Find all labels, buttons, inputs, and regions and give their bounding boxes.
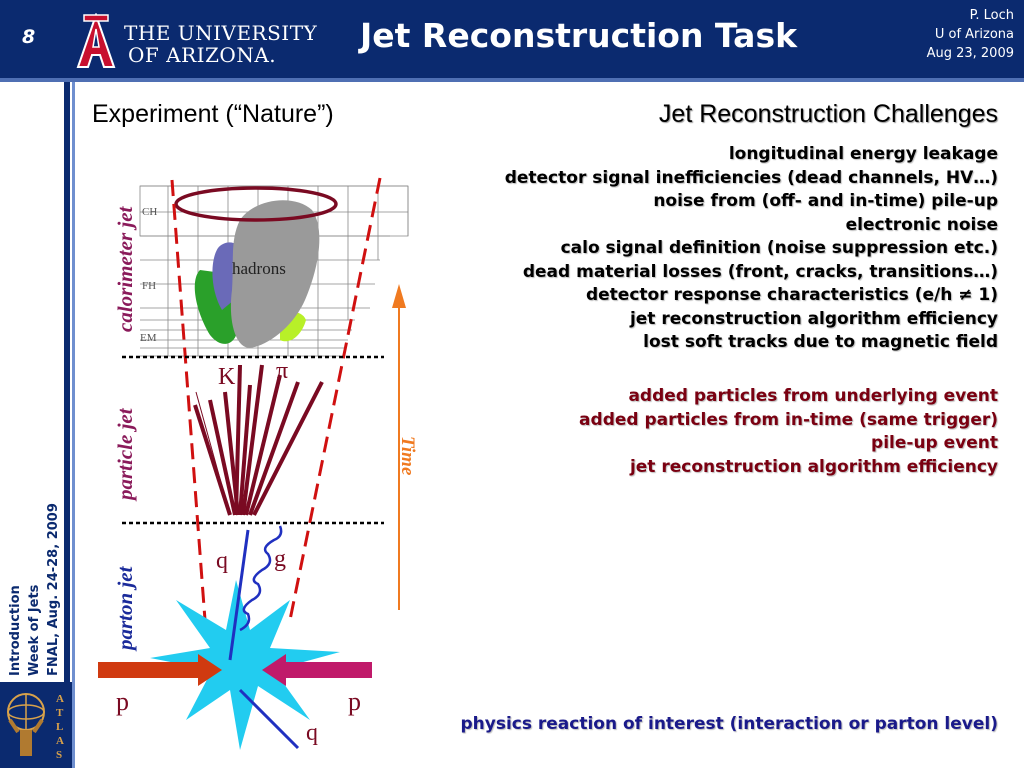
atlas-letter-3: L — [56, 721, 63, 733]
list-item: dead material losses (front, cracks, tra… — [522, 261, 998, 282]
list-item: pile-up event — [871, 433, 998, 453]
gluon-line — [239, 525, 283, 632]
atlas-letter-2: T — [56, 707, 64, 719]
jet-cone-left — [170, 179, 207, 621]
logo-line-2: OF ARIZONA. — [128, 43, 277, 67]
challenges-heading: Jet Reconstruction Challenges — [658, 100, 998, 128]
beam-arrow-right — [262, 654, 372, 686]
university-logo-icon — [76, 13, 116, 68]
university-logo-text: THE UNIVERSITY OF ARIZONA. — [124, 22, 317, 66]
particle-tracks — [193, 364, 324, 516]
atlas-logo: A T L A S — [0, 682, 72, 768]
beam-arrow-left — [98, 654, 222, 686]
atlas-letter-5: S — [56, 749, 62, 761]
list-item: jet reconstruction algorithm efficiency — [629, 308, 998, 329]
atlas-figure-icon: A T L A S — [7, 693, 64, 761]
sidebar-event-info: Introduction Week of Jets FNAL, Aug. 24-… — [6, 476, 68, 676]
header-stripe — [0, 78, 1024, 82]
page-title: Jet Reconstruction Task — [360, 16, 798, 55]
parton-jet-label: parton jet — [113, 565, 137, 652]
time-arrow-head — [392, 284, 406, 308]
quark-line-bottom — [238, 688, 300, 750]
physics-reaction-footer: physics reaction of interest (interactio… — [460, 714, 998, 734]
jet-cone-right — [288, 177, 382, 621]
sidebar-line-fnal: FNAL, Aug. 24-28, 2009 — [46, 503, 61, 676]
list-item: added particles from in-time (same trigg… — [579, 409, 998, 430]
hadrons-label: hadrons — [232, 259, 286, 278]
list-item: calo signal definition (noise suppressio… — [560, 238, 998, 258]
kaon-track — [195, 391, 231, 516]
affiliation: U of Arizona — [934, 27, 1014, 42]
date: Aug 23, 2009 — [926, 46, 1014, 61]
pion-label: π — [276, 358, 288, 384]
sidebar-line-week-of-jets: Week of Jets — [27, 584, 42, 676]
atlas-letter-1: A — [56, 693, 64, 705]
slide-number: 8 — [22, 26, 36, 48]
em-deposit-green — [194, 270, 239, 344]
list-item: lost soft tracks due to magnetic field — [643, 332, 998, 352]
kaon-label: K — [218, 364, 236, 390]
slide-meta: P. Loch U of Arizona Aug 23, 2009 — [927, 6, 1014, 63]
calorimeter-jet-ring — [174, 186, 338, 222]
experiment-heading: Experiment (“Nature”) — [92, 100, 334, 128]
fh-label: FH — [142, 280, 156, 292]
time-label: Time — [397, 436, 418, 476]
atlas-letter-4: A — [56, 735, 64, 747]
ch-label: CH — [142, 206, 157, 218]
list-item: detector signal inefficiencies (dead cha… — [504, 167, 998, 188]
sidebar-divider — [64, 82, 70, 768]
quark-label-bottom: q — [306, 720, 318, 746]
list-item: electronic noise — [845, 214, 998, 235]
list-item: added particles from underlying event — [628, 386, 998, 406]
sidebar-divider-light — [72, 82, 75, 768]
sidebar — [0, 82, 72, 768]
slide-header — [0, 0, 1024, 78]
list-item: jet reconstruction algorithm efficiency — [629, 456, 998, 477]
collision-star — [150, 580, 340, 750]
logo-line-1: THE UNIVERSITY — [124, 21, 318, 45]
proton-label-left: p — [116, 687, 129, 716]
physics-challenges-list: added particles from underlying event ad… — [579, 385, 998, 479]
em-label: EM — [140, 332, 157, 344]
hadron-shower — [230, 200, 320, 348]
quark-line-top — [228, 529, 250, 661]
detector-challenges-list: longitudinal energy leakage detector sig… — [505, 143, 998, 355]
proton-label-right: p — [348, 687, 361, 716]
quark-label-top: q — [216, 548, 228, 574]
calorimeter-jet-label: calorimeter jet — [113, 205, 137, 332]
particle-jet-label: particle jet — [113, 407, 137, 502]
list-item: longitudinal energy leakage — [728, 144, 998, 164]
author: P. Loch — [969, 8, 1014, 23]
list-item: detector response characteristics (e/h ≠… — [585, 285, 998, 305]
list-item: noise from (off- and in-time) pile-up — [653, 191, 998, 211]
sidebar-line-introduction: Introduction — [8, 585, 23, 676]
gluon-label: g — [274, 546, 286, 572]
jet-diagram: CH FH EM hadrons K π q g p p — [98, 177, 418, 750]
